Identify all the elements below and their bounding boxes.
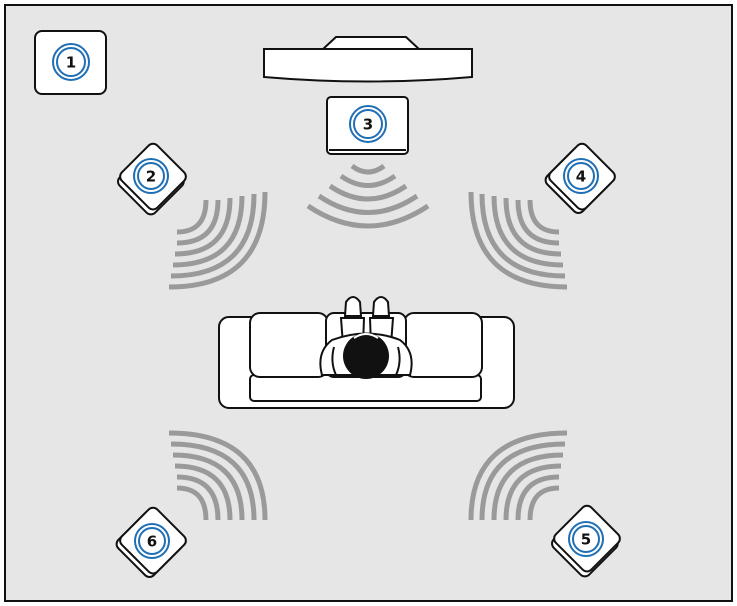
receiver-badge-number: 1 xyxy=(66,54,76,72)
sound-wave-icon xyxy=(306,163,430,229)
room-floor xyxy=(4,4,733,602)
front-left-speaker-icon: 2 xyxy=(117,142,187,216)
front-right-speaker-number: 4 xyxy=(576,168,586,186)
sound-wave-icon xyxy=(168,191,268,290)
receiver-icon: 1 xyxy=(34,30,107,95)
center-speaker-number: 3 xyxy=(363,116,373,134)
center-speaker-icon: 3 xyxy=(326,96,409,155)
listener-icon xyxy=(319,296,413,379)
front-right-speaker-icon: 4 xyxy=(544,142,616,214)
sound-wave-icon xyxy=(168,430,268,521)
front-left-speaker-number: 2 xyxy=(146,168,156,186)
surround-right-speaker-number: 5 xyxy=(581,531,591,549)
sound-wave-icon xyxy=(468,430,568,521)
surround-left-speaker-icon: 6 xyxy=(115,506,187,578)
surround-left-speaker-number: 6 xyxy=(147,533,157,551)
sound-wave-icon xyxy=(468,191,568,290)
surround-right-speaker-icon: 5 xyxy=(551,504,621,578)
tv-icon xyxy=(263,36,473,83)
